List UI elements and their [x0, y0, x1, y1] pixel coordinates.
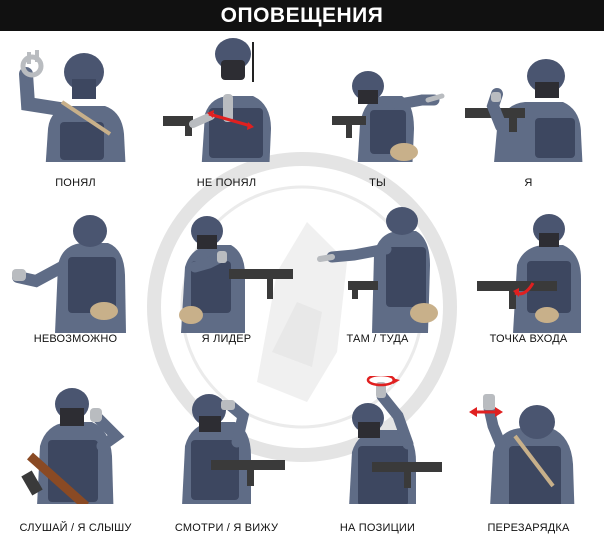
- entry-point-signal-icon: [477, 214, 581, 333]
- signal-label: Я ЛИДЕР: [201, 333, 252, 345]
- ok-hand-signal-icon: [19, 50, 126, 162]
- signal-cell: ПОНЯЛ: [0, 34, 151, 189]
- team-emblem-watermark: [147, 152, 457, 462]
- signal-label: СМОТРИ / Я ВИЖУ: [174, 522, 279, 534]
- signal-label: НЕВОЗМОЖНО: [33, 333, 118, 345]
- signal-cell: НЕ ПОНЯЛ: [151, 34, 302, 189]
- signal-cell: НА ПОЗИЦИИ: [302, 376, 453, 534]
- signal-label: НА ПОЗИЦИИ: [339, 522, 416, 534]
- leader-signal-icon: [179, 216, 293, 333]
- not-understood-signal-icon: [163, 38, 271, 162]
- you-point-signal-icon: [332, 71, 445, 162]
- page-title: ОПОВЕЩЕНИЯ: [220, 3, 384, 27]
- signal-label: ПОНЯЛ: [55, 177, 96, 189]
- signal-cell: ПЕРЕЗАРЯДКА: [453, 376, 604, 534]
- me-signal-icon: [465, 59, 583, 162]
- signal-cell: ТЫ: [302, 34, 453, 189]
- signal-cell: СМОТРИ / Я ВИЖУ: [151, 376, 302, 534]
- signal-cell: ТОЧКА ВХОДА: [453, 205, 604, 345]
- header-bar: ОПОВЕЩЕНИЯ: [0, 0, 604, 31]
- in-position-signal-icon: [349, 376, 442, 504]
- signal-label: ПЕРЕЗАРЯДКА: [487, 522, 570, 534]
- signal-cell: НЕВОЗМОЖНО: [0, 205, 151, 345]
- signal-label: ТАМ / ТУДА: [346, 333, 409, 345]
- signal-cell: ТАМ / ТУДА: [302, 205, 453, 345]
- signal-label: НЕ ПОНЯЛ: [196, 177, 257, 189]
- reload-signal-icon: [469, 394, 575, 504]
- impossible-signal-icon: [12, 215, 126, 333]
- signal-label: СЛУШАЙ / Я СЛЫШУ: [19, 522, 132, 534]
- signal-label: ТОЧКА ВХОДА: [489, 333, 568, 345]
- there-signal-icon: [317, 207, 438, 333]
- signal-cell: Я ЛИДЕР: [151, 205, 302, 345]
- signal-label: ТЫ: [369, 177, 386, 189]
- look-signal-icon: [182, 394, 285, 504]
- signal-cell: Я: [453, 34, 604, 189]
- signal-cell: СЛУШАЙ / Я СЛЫШУ: [0, 376, 151, 534]
- listen-signal-icon: [21, 388, 125, 504]
- signal-label: Я: [524, 177, 533, 189]
